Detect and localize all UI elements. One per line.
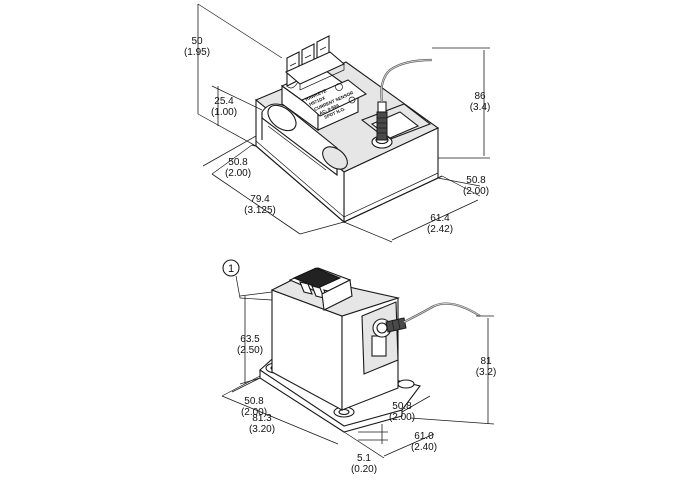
bottom-view-sensor <box>222 259 481 433</box>
bottom-view-dimension-labels: 1 63.5 (2.50) 81 (3.2) 50.8 (2.00) 81.3 … <box>228 263 496 475</box>
dim-height-cable-in: (3.4) <box>470 102 491 113</box>
dim-height-cable-b-mm: 81 <box>480 356 492 367</box>
terminal-block <box>288 267 353 311</box>
dim-height-overall-in: (1.95) <box>184 47 210 58</box>
dim-width-base-mm: 50.8 <box>466 175 486 186</box>
dim-height-body-in: (2.50) <box>237 345 263 356</box>
label-line-2: H971DX <box>308 95 326 106</box>
dim-foot-thickness-mm: 5.1 <box>357 453 371 464</box>
dim-length-overall-in: (3.125) <box>244 205 276 216</box>
terminal-screws <box>284 35 346 91</box>
dim-width-base-in: (2.00) <box>463 186 489 197</box>
dim-length-overall-mm: 79.4 <box>250 194 270 205</box>
cable-connector <box>385 317 407 333</box>
dim-height-body-mm: 63.5 <box>240 334 260 345</box>
dim-width-overall-in: (2.42) <box>427 224 453 235</box>
product-label: HAWKEYE H971DX CURRENT SENSOR AC: 0-50A … <box>300 79 368 120</box>
cable-connector <box>376 101 388 141</box>
dim-height-cable-mm: 86 <box>474 91 486 102</box>
dim-depth-mount-in: (2.00) <box>241 407 267 418</box>
dim-foot-thickness-in: (0.20) <box>351 464 377 475</box>
dim-height-base-in: (1.00) <box>211 107 237 118</box>
dim-width-mount-mm: 50.8 <box>392 401 412 412</box>
bottom-view-dimension-lines <box>221 291 495 459</box>
callout-circle <box>222 259 240 277</box>
callout-number: 1 <box>228 263 234 275</box>
top-view-dimension-labels: 50 (1.95) 25.4 (1.00) 50.8 (2.00) 79.4 (… <box>184 36 490 235</box>
dim-depth-mount-mm: 50.8 <box>244 396 264 407</box>
top-view-dimension-lines <box>197 3 490 243</box>
dim-length-overall-b-in: (3.20) <box>249 424 275 435</box>
dim-height-cable-b-in: (3.2) <box>476 367 497 378</box>
dim-height-base-mm: 25.4 <box>214 96 234 107</box>
dim-width-overall-mm: 61.4 <box>430 213 450 224</box>
top-view-sensor: HAWKEYE H971DX CURRENT SENSOR AC: 0-50A … <box>251 35 443 224</box>
dim-width-overall-b-in: (2.40) <box>411 442 437 453</box>
dim-depth-base-in: (2.00) <box>225 168 251 179</box>
dim-depth-base-mm: 50.8 <box>228 157 248 168</box>
dim-length-overall-b-mm: 81.3 <box>252 413 272 424</box>
dim-width-mount-in: (2.00) <box>389 412 415 423</box>
dim-width-overall-b-mm: 61.0 <box>414 431 434 442</box>
dim-height-overall-mm: 50 <box>191 36 203 47</box>
